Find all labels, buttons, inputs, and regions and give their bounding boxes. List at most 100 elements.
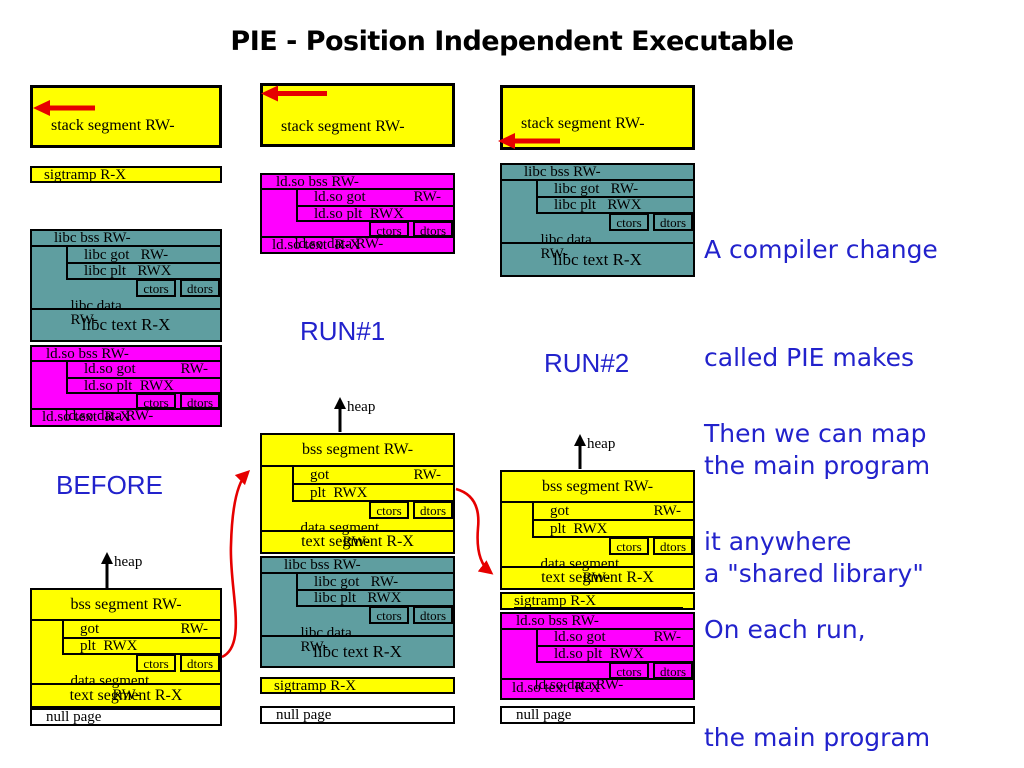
null-page-label: null page bbox=[46, 709, 102, 725]
ldso-got-label: ld.so got bbox=[84, 361, 136, 377]
heap-arrow-run1 bbox=[334, 397, 346, 432]
data-segment-label: data segment bbox=[540, 556, 620, 572]
run1-label: RUN#1 bbox=[300, 316, 386, 346]
libc-bss-row: libc bss RW- bbox=[32, 231, 220, 247]
sigtramp-label: sigtramp R-X bbox=[44, 168, 210, 183]
got-label: got bbox=[310, 467, 330, 483]
stack-segment-box-run1: stack segment RW- bbox=[260, 83, 455, 147]
dtors-box: dtors bbox=[413, 501, 453, 519]
sigtramp-label: sigtramp R-X bbox=[514, 594, 683, 609]
libc-bss-row: libc bss RW- bbox=[262, 558, 453, 574]
ldso-got-label: ld.so got bbox=[554, 629, 606, 645]
ldso-got-label: ld.so got bbox=[314, 189, 366, 205]
sigtramp-bar-before: sigtramp R-X bbox=[30, 166, 222, 183]
ldso-got-row: ld.so got RW- bbox=[68, 362, 220, 379]
ctors-box: ctors bbox=[609, 662, 649, 679]
plt-row: plt RWX bbox=[534, 521, 693, 538]
libc-data-perm: RW- bbox=[300, 639, 329, 655]
ctors-box: ctors bbox=[369, 221, 409, 237]
note-line: Then we can map bbox=[704, 419, 927, 448]
null-page-bar-run1: null page bbox=[260, 706, 455, 724]
note-line: a "shared library" bbox=[704, 559, 924, 588]
text-segment-row: text segment R-X bbox=[541, 569, 654, 586]
stack-segment-box-before: stack segment RW- bbox=[30, 85, 222, 148]
data-segment-label: data segment bbox=[300, 520, 380, 536]
ldso-plt-row: ld.so plt RWX bbox=[298, 207, 453, 222]
heap-arrow-before bbox=[101, 552, 113, 588]
dtors-box: dtors bbox=[180, 393, 220, 409]
note-line: the main program bbox=[704, 723, 931, 752]
libc-data-label: libc data bbox=[300, 625, 352, 641]
before-label: BEFORE bbox=[56, 470, 163, 500]
dtors-box: dtors bbox=[180, 654, 220, 672]
stack-segment-label: stack segment RW- bbox=[281, 118, 405, 135]
ldso-got-perm: RW- bbox=[180, 361, 208, 377]
relocation-arrow-before-to-run1 bbox=[221, 469, 251, 659]
sigtramp-label: sigtramp R-X bbox=[274, 679, 443, 694]
got-label: got bbox=[80, 621, 100, 637]
ctors-box: ctors bbox=[609, 537, 649, 555]
libc-text-row: libc text R-X bbox=[81, 315, 171, 334]
ctors-box: ctors bbox=[136, 393, 176, 409]
ctors-box: ctors bbox=[136, 654, 176, 672]
ldso-bss-row: ld.so bss RW- bbox=[32, 347, 220, 362]
libc-got-row: libc got RW- bbox=[538, 181, 693, 198]
libc-text-row: libc text R-X bbox=[313, 641, 402, 661]
text-segment-row: text segment R-X bbox=[69, 686, 183, 704]
note-line: it anywhere bbox=[704, 527, 852, 556]
dtors-box: dtors bbox=[180, 279, 220, 297]
bss-segment-row: bss segment RW- bbox=[32, 590, 220, 621]
ctors-box: ctors bbox=[136, 279, 176, 297]
ldso-plt-row: ld.so plt RWX bbox=[538, 647, 693, 663]
ldso-data-label: ld.so data RW- bbox=[294, 236, 384, 252]
ctors-box: ctors bbox=[609, 213, 649, 231]
note-line: A compiler change bbox=[704, 235, 938, 264]
ldso-data-row: ld.so data RW- ctors dtors bbox=[502, 662, 693, 693]
data-segment-perm: RW- bbox=[112, 687, 141, 703]
sigtramp-bar-run1: sigtramp R-X bbox=[260, 677, 455, 694]
bss-segment-row: bss segment RW- bbox=[502, 472, 693, 503]
ldso-text-row: ld.so text R-X bbox=[42, 409, 131, 425]
slide-title: PIE - Position Independent Executable bbox=[230, 26, 794, 57]
libc-text-row: libc text R-X bbox=[553, 249, 642, 269]
stack-segment-label: stack segment RW- bbox=[521, 115, 645, 132]
ldso-data-label: ld.so data RW- bbox=[64, 408, 154, 424]
dtors-box: dtors bbox=[653, 213, 693, 231]
note-line: the main program bbox=[704, 451, 931, 480]
stack-segment-box-run2: stack segment RW- bbox=[500, 85, 695, 150]
libc-got-row: libc got RW- bbox=[68, 247, 220, 264]
dtors-box: dtors bbox=[413, 221, 453, 237]
libc-block-before: libc bss RW- libc got RW- libc plt RWX l… bbox=[30, 229, 222, 342]
plt-row: plt RWX bbox=[64, 639, 220, 655]
got-perm: RW- bbox=[180, 621, 208, 637]
libc-plt-row: libc plt RWX bbox=[538, 198, 693, 214]
null-page-label: null page bbox=[276, 707, 332, 723]
note-line: On each run, bbox=[704, 615, 866, 644]
data-segment-perm: RW- bbox=[582, 570, 611, 586]
data-segment-label: data segment bbox=[70, 673, 150, 689]
heap-label-run1: heap bbox=[347, 399, 376, 415]
null-page-bar-run2: null page bbox=[500, 706, 695, 724]
ldso-got-perm: RW- bbox=[413, 189, 441, 205]
heap-arrow-run2 bbox=[574, 434, 586, 469]
libc-data-perm: RW- bbox=[70, 312, 99, 328]
libc-block-run2: libc bss RW- libc got RW- libc plt RWX l… bbox=[500, 163, 695, 277]
libc-data-label: libc data bbox=[540, 232, 592, 248]
libc-plt-row: libc plt RWX bbox=[298, 591, 453, 607]
got-label: got bbox=[550, 503, 570, 519]
stack-segment-label: stack segment RW- bbox=[51, 117, 175, 134]
null-page-label: null page bbox=[516, 707, 572, 723]
ldso-got-row: ld.so got RW- bbox=[298, 190, 453, 207]
